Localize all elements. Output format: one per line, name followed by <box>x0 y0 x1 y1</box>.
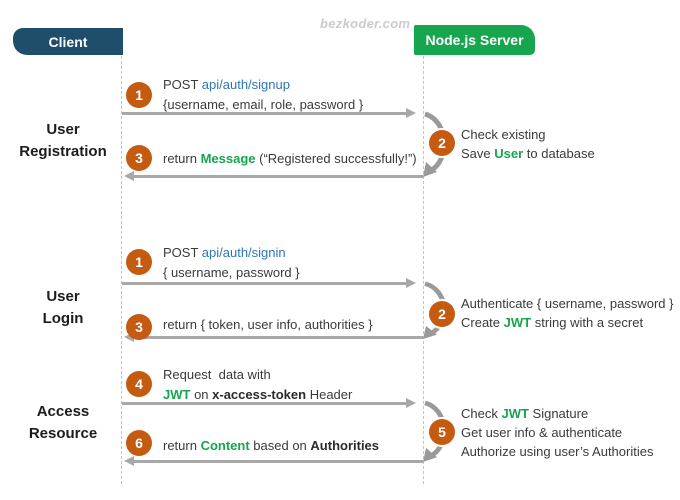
x-access-token-keyword: x-access-token <box>212 387 307 402</box>
signup-endpoint: api/auth/signup <box>201 77 290 92</box>
registration-request-arrow <box>122 108 416 118</box>
step-circle-3: 3 <box>126 145 152 171</box>
login-request-message: POST api/auth/signin{ username, password… <box>163 245 300 280</box>
jwt-keyword: JWT <box>163 387 191 402</box>
message-keyword: Message <box>200 151 256 166</box>
login-response-message: return { token, user info, authorities } <box>163 317 373 332</box>
registration-response-arrow <box>124 171 423 181</box>
client-lifeline <box>121 56 122 484</box>
content-keyword: Content <box>200 438 250 453</box>
server-lifeline <box>423 56 424 484</box>
access-response-arrow <box>124 456 423 466</box>
registration-response-message: return Message (“Registered successfully… <box>163 151 417 166</box>
step-circle-login-2: 2 <box>429 301 455 327</box>
step-circle-login-3: 3 <box>126 314 152 340</box>
signin-endpoint: api/auth/signin <box>201 245 286 260</box>
access-request-arrow <box>122 398 416 408</box>
access-response-message: return Content based on Authorities <box>163 438 380 453</box>
jwt-keyword: JWT <box>503 315 532 330</box>
login-request-arrow <box>122 278 416 288</box>
login-server-action: Authenticate { username, password }Creat… <box>461 296 674 330</box>
watermark: bezkoder.com <box>320 16 411 31</box>
authorities-keyword: Authorities <box>310 438 380 453</box>
step-circle-login-1: 1 <box>126 249 152 275</box>
registration-request-message: POST api/auth/signup{username, email, ro… <box>163 77 364 112</box>
step-circle-2: 2 <box>429 130 455 156</box>
step-circle-6: 6 <box>126 430 152 456</box>
client-actor-box: Client <box>13 28 123 55</box>
server-actor-box: Node.js Server <box>414 25 535 55</box>
user-keyword: User <box>494 146 524 161</box>
step-circle-1: 1 <box>126 82 152 108</box>
login-response-arrow <box>124 332 423 342</box>
jwt-keyword: JWT <box>501 406 529 421</box>
step-circle-5: 5 <box>429 419 455 445</box>
step-circle-4: 4 <box>126 371 152 397</box>
